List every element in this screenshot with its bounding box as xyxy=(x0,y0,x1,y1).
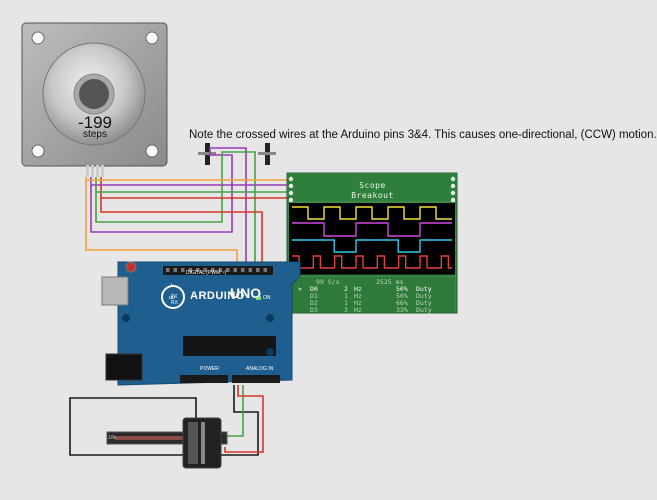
header-pin[interactable] xyxy=(173,268,178,272)
header-pin[interactable] xyxy=(233,268,238,272)
analog-header-label: ANALOG IN xyxy=(246,366,274,372)
wire-connector-left[interactable] xyxy=(198,143,216,165)
channel-name: D1 xyxy=(310,292,318,300)
channel-duty-label: Duty xyxy=(416,292,432,300)
channel-frequency: 1 xyxy=(344,292,348,300)
channel-frequency-unit: Hz xyxy=(354,299,362,307)
scope-trace-d2 xyxy=(292,239,452,253)
scope-status-samples: 99 S/s xyxy=(316,278,340,286)
step-count: -199 xyxy=(77,113,113,132)
channel-duty: 50% xyxy=(396,292,408,300)
header-pin[interactable] xyxy=(188,268,193,272)
channel-name: D2 xyxy=(310,299,318,307)
stepper-motor[interactable] xyxy=(21,22,168,177)
on-led-label: ON xyxy=(263,295,271,301)
header-pin[interactable] xyxy=(196,268,200,272)
header-pin[interactable] xyxy=(181,268,185,272)
scope-trace-d1 xyxy=(292,222,452,237)
scope-status-time: 2525 ms xyxy=(376,278,403,286)
scope-samples: 99 xyxy=(316,278,324,286)
channel-duty: 66% xyxy=(396,299,408,307)
slide-potentiometer[interactable] xyxy=(106,417,228,469)
header-pin[interactable] xyxy=(248,268,253,272)
channel-name: D3 xyxy=(310,306,318,314)
header-pin[interactable] xyxy=(211,268,215,272)
channel-frequency-unit: Hz xyxy=(354,285,362,293)
scope-title-line2: Breakout xyxy=(351,191,394,200)
digital-header-label: DIGITAL (PWM ~) xyxy=(186,270,227,276)
annotation-note: Note the crossed wires at the Arduino pi… xyxy=(189,129,657,141)
scope-title-line1: Scope xyxy=(359,181,386,190)
channel-duty-label: Duty xyxy=(416,299,432,307)
channel-frequency: 3 xyxy=(344,306,348,314)
tx-label: TX xyxy=(171,294,178,300)
header-pin[interactable] xyxy=(256,268,260,272)
channel-frequency: 2 xyxy=(344,285,348,293)
header-pin[interactable] xyxy=(203,268,208,272)
header-pin[interactable] xyxy=(226,268,230,272)
digital-header-pins xyxy=(166,268,267,272)
scope-trace-d0 xyxy=(292,206,452,220)
arduino-brand: ARDUINO xyxy=(190,290,245,302)
svg-text:∞: ∞ xyxy=(168,293,176,303)
scope-rate-unit: S/s xyxy=(327,278,340,286)
l-led-label: L xyxy=(171,283,174,289)
scope-time: 2525 xyxy=(376,278,392,286)
channel-name: D0 xyxy=(310,285,318,293)
channel-frequency-unit: Hz xyxy=(354,292,362,300)
board-name: UNO xyxy=(230,285,262,301)
step-count-label: steps xyxy=(83,129,107,140)
slider-value-label: 10k xyxy=(108,435,117,441)
header-pin[interactable] xyxy=(166,268,170,272)
channel-duty: 50% xyxy=(396,285,408,293)
channel-frequency-unit: Hz xyxy=(354,306,362,314)
channel-duty: 33% xyxy=(396,306,408,314)
wires[interactable] xyxy=(69,147,289,456)
scope-time-unit: ms xyxy=(395,278,404,286)
scope-traces xyxy=(292,206,452,269)
channel-duty-label: Duty xyxy=(416,306,432,314)
arduino-uno[interactable]: ∞ xyxy=(101,261,301,386)
power-header-label: POWER xyxy=(200,366,219,372)
channel-marker: > xyxy=(298,285,302,293)
scope-trace-d3 xyxy=(292,255,452,269)
header-pin[interactable] xyxy=(263,268,268,272)
rx-label: RX xyxy=(171,300,178,306)
wire-connector-right[interactable] xyxy=(258,143,276,165)
channel-frequency: 1 xyxy=(344,299,348,307)
channel-duty-label: Duty xyxy=(416,285,432,293)
scope-title: Scope Breakout xyxy=(340,181,405,201)
header-pin[interactable] xyxy=(218,268,223,272)
header-pin[interactable] xyxy=(241,268,245,272)
